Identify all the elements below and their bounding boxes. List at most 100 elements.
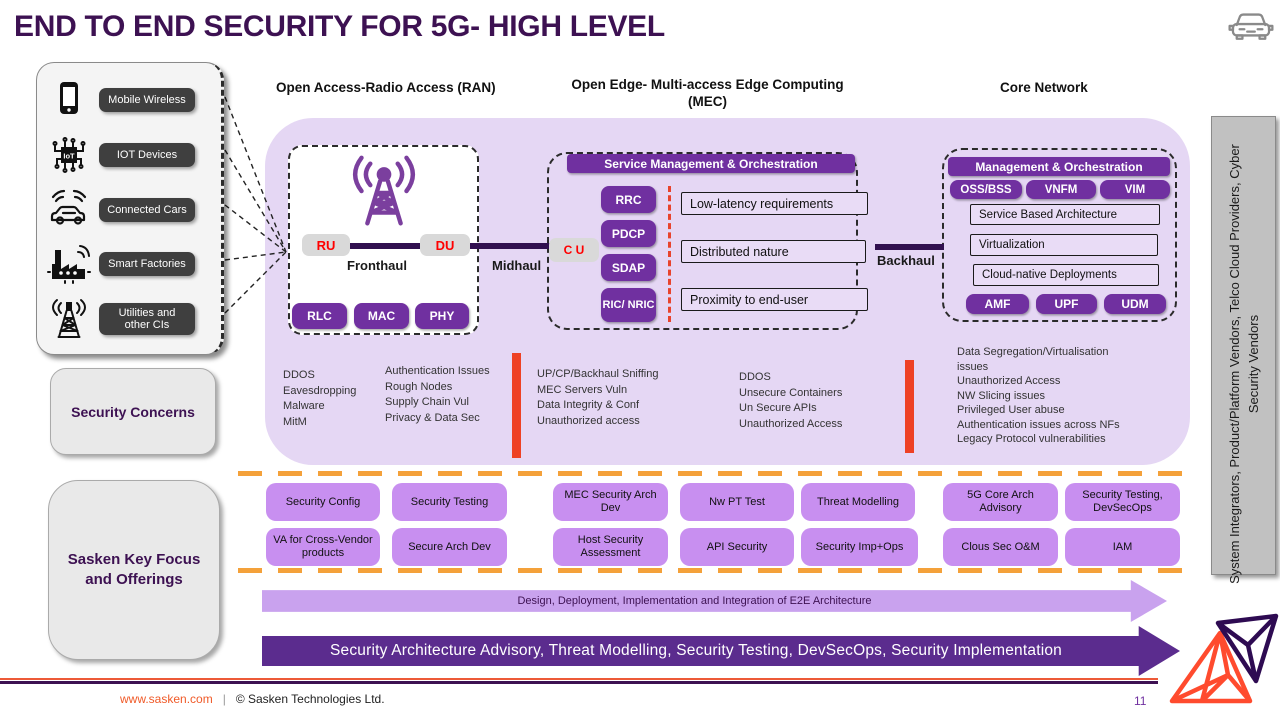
device-label: IOT Devices (99, 142, 195, 167)
device-row-mobile: Mobile Wireless (45, 73, 213, 127)
core-section-header: Core Network (1000, 80, 1088, 95)
device-label: Connected Cars (99, 197, 195, 222)
ran-layer-rlc: RLC (292, 303, 347, 329)
service-mgmt-orchestration-bar: Service Management & Orchestration (567, 154, 855, 173)
core-feature-cloud-native: Cloud-native Deployments (973, 264, 1159, 286)
footer-copyright: © Sasken Technologies Ltd. (235, 692, 385, 706)
concern-line: DDOS (283, 369, 315, 381)
device-connector-lines (224, 96, 287, 314)
cu-unit: C U (549, 238, 599, 262)
vendors-bar: System Integrators, Product/Platform Ven… (1211, 116, 1276, 584)
concern-line: Eavesdropping (283, 384, 357, 397)
fronthaul-line (346, 243, 424, 249)
concern-line: Data Integrity & Conf (537, 399, 640, 411)
vendors-bar-text: System Integrators, Product/Platform Ven… (1227, 144, 1261, 584)
security-advisory-arrow: Security Architecture Advisory, Threat M… (262, 626, 1180, 676)
device-label: Utilities and other CIs (99, 303, 195, 335)
midhaul-label: Midhaul (492, 258, 542, 273)
offering-chip: Security Config (266, 483, 380, 521)
offering-chip: Security Testing (392, 483, 507, 521)
mec-stack-pdcp: PDCP (601, 220, 656, 247)
mobile-phone-icon (45, 76, 93, 124)
concern-line: Privileged User abuse (957, 404, 1065, 416)
sasken-key-focus-label: Sasken Key Focus and Offerings (48, 480, 220, 660)
page-title: END TO END SECURITY FOR 5G- HIGH LEVEL (14, 10, 665, 43)
core-amf: AMF (966, 294, 1029, 314)
device-row-car: Connected Cars (45, 183, 213, 237)
concern-line: NW Slicing issues (957, 389, 1046, 402)
ru-unit: RU (302, 234, 350, 256)
concerns-col-5: Data Segregation/Virtualisation issues U… (957, 345, 1135, 447)
mec-section-header: Open Edge- Multi-access Edge Computing (… (560, 76, 855, 110)
ran-section-header: Open Access-Radio Access (RAN) (276, 80, 496, 95)
offering-chip: Threat Modelling (801, 483, 915, 521)
backhaul-label: Backhaul (877, 253, 935, 268)
orange-dash-bottom (238, 568, 1188, 573)
device-label: Smart Factories (99, 252, 195, 277)
concern-line: Authentication issues across NFs (957, 418, 1120, 431)
core-udm: UDM (1104, 294, 1166, 314)
mec-header-line2: (MEC) (688, 94, 727, 109)
design-deployment-arrow: Design, Deployment, Implementation and I… (262, 580, 1167, 622)
svg-text:IoT: IoT (63, 151, 75, 160)
concern-line: DDOS (739, 371, 771, 383)
core-vim: VIM (1100, 180, 1170, 199)
orange-dash-top (238, 471, 1188, 476)
concern-line: Unsecure Containers (739, 386, 843, 399)
mec-feature-low-latency: Low-latency requirements (681, 192, 868, 215)
concerns-divider-1 (512, 353, 521, 458)
footer-url-link[interactable]: www.sasken.com (120, 692, 213, 706)
concern-line: Unauthorized Access (739, 417, 843, 430)
footer: www.sasken.com | © Sasken Technologies L… (120, 692, 385, 706)
backhaul-line (875, 244, 944, 250)
offering-chip: Clous Sec O&M (943, 528, 1058, 566)
concern-line: MEC Servers Vuln (537, 383, 628, 396)
mgmt-orchestration-bar: Management & Orchestration (948, 157, 1170, 176)
iot-chip-icon: IoT (45, 131, 93, 179)
core-box (942, 148, 1177, 322)
car-front-icon (1228, 6, 1274, 44)
design-deployment-arrow-text: Design, Deployment, Implementation and I… (517, 595, 872, 607)
concern-line: Supply Chain Vul (385, 396, 469, 408)
offering-chip: Security Testing, DevSecOps (1065, 483, 1180, 521)
concern-line: UP/CP/Backhaul Sniffing (537, 368, 659, 380)
fronthaul-label: Fronthaul (347, 258, 407, 273)
concern-line: Legacy Protocol vulnerabilities (957, 433, 1106, 445)
concerns-col-1: DDOS Eavesdropping Malware MitM (283, 368, 356, 430)
security-concerns-label: Security Concerns (50, 368, 216, 455)
device-row-utilities: Utilities and other CIs (45, 292, 213, 346)
concern-line: Malware (283, 400, 325, 412)
concerns-divider-2 (905, 360, 914, 453)
offering-chip: MEC Security Arch Dev (553, 483, 668, 521)
mec-stack-ric-nric: RIC/ NRIC (601, 288, 656, 322)
offering-chip: API Security (680, 528, 794, 566)
concern-line: Data Segregation/Virtualisation issues (957, 346, 1109, 373)
offering-chip: IAM (1065, 528, 1180, 566)
offering-chip: 5G Core Arch Advisory (943, 483, 1058, 521)
smart-factory-icon (45, 240, 93, 288)
footer-separator: | (222, 692, 226, 706)
mec-red-divider (668, 186, 671, 322)
concern-line: Unauthorized access (537, 414, 640, 427)
concern-line: Un Secure APIs (739, 402, 817, 414)
concern-line: Privacy & Data Sec (385, 411, 480, 424)
mec-feature-distributed: Distributed nature (681, 240, 866, 263)
core-oss-bss: OSS/BSS (950, 180, 1022, 199)
du-unit: DU (420, 234, 470, 256)
core-upf: UPF (1036, 294, 1097, 314)
core-vnfm: VNFM (1026, 180, 1096, 199)
offering-chip: Security Imp+Ops (801, 528, 918, 566)
offering-chip: Host Security Assessment (553, 528, 668, 566)
concern-line: Authentication Issues (385, 365, 490, 377)
ran-layer-phy: PHY (415, 303, 469, 329)
device-row-factory: Smart Factories (45, 237, 213, 291)
concern-line: Rough Nodes (385, 380, 453, 393)
core-feature-virtualization: Virtualization (970, 234, 1158, 256)
mec-stack-sdap: SDAP (601, 254, 656, 281)
midhaul-line (466, 243, 552, 249)
concerns-col-2: Authentication Issues Rough Nodes Supply… (385, 364, 497, 426)
offering-chip: VA for Cross-Vendor products (266, 528, 380, 566)
connected-car-icon (45, 186, 93, 234)
offering-chip: Nw PT Test (680, 483, 794, 521)
